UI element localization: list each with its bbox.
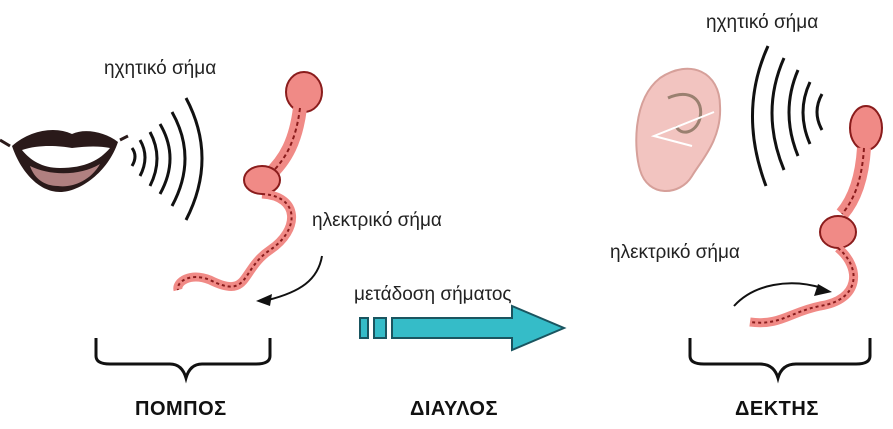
receiver-sound-signal-label: ηχητικό σήμα	[706, 12, 818, 34]
transmitter-caption: ΠΟΜΠΟΣ	[135, 398, 227, 421]
signal-transmission-label: μετάδοση σήματος	[354, 284, 512, 306]
transmitter-electric-signal-label: ηλεκτρικό σήμα	[312, 210, 442, 232]
sound-wave-icon	[132, 98, 202, 220]
receiver-brace	[690, 338, 870, 378]
receiver-electric-signal-label: ηλεκτρικό σήμα	[610, 242, 740, 264]
transmitter-brace	[96, 338, 270, 378]
curved-arrow-icon	[256, 256, 322, 306]
mouth-icon	[0, 130, 128, 192]
receiver-caption: ΔΕΚΤΗΣ	[735, 398, 819, 421]
ear-icon	[636, 69, 720, 191]
transmission-arrow	[360, 306, 564, 350]
transmitter-sound-signal-label: ηχητικό σήμα	[104, 58, 216, 80]
sound-wave-icon	[752, 46, 822, 186]
channel-caption: ΔΙΑΥΛΟΣ	[410, 398, 498, 421]
